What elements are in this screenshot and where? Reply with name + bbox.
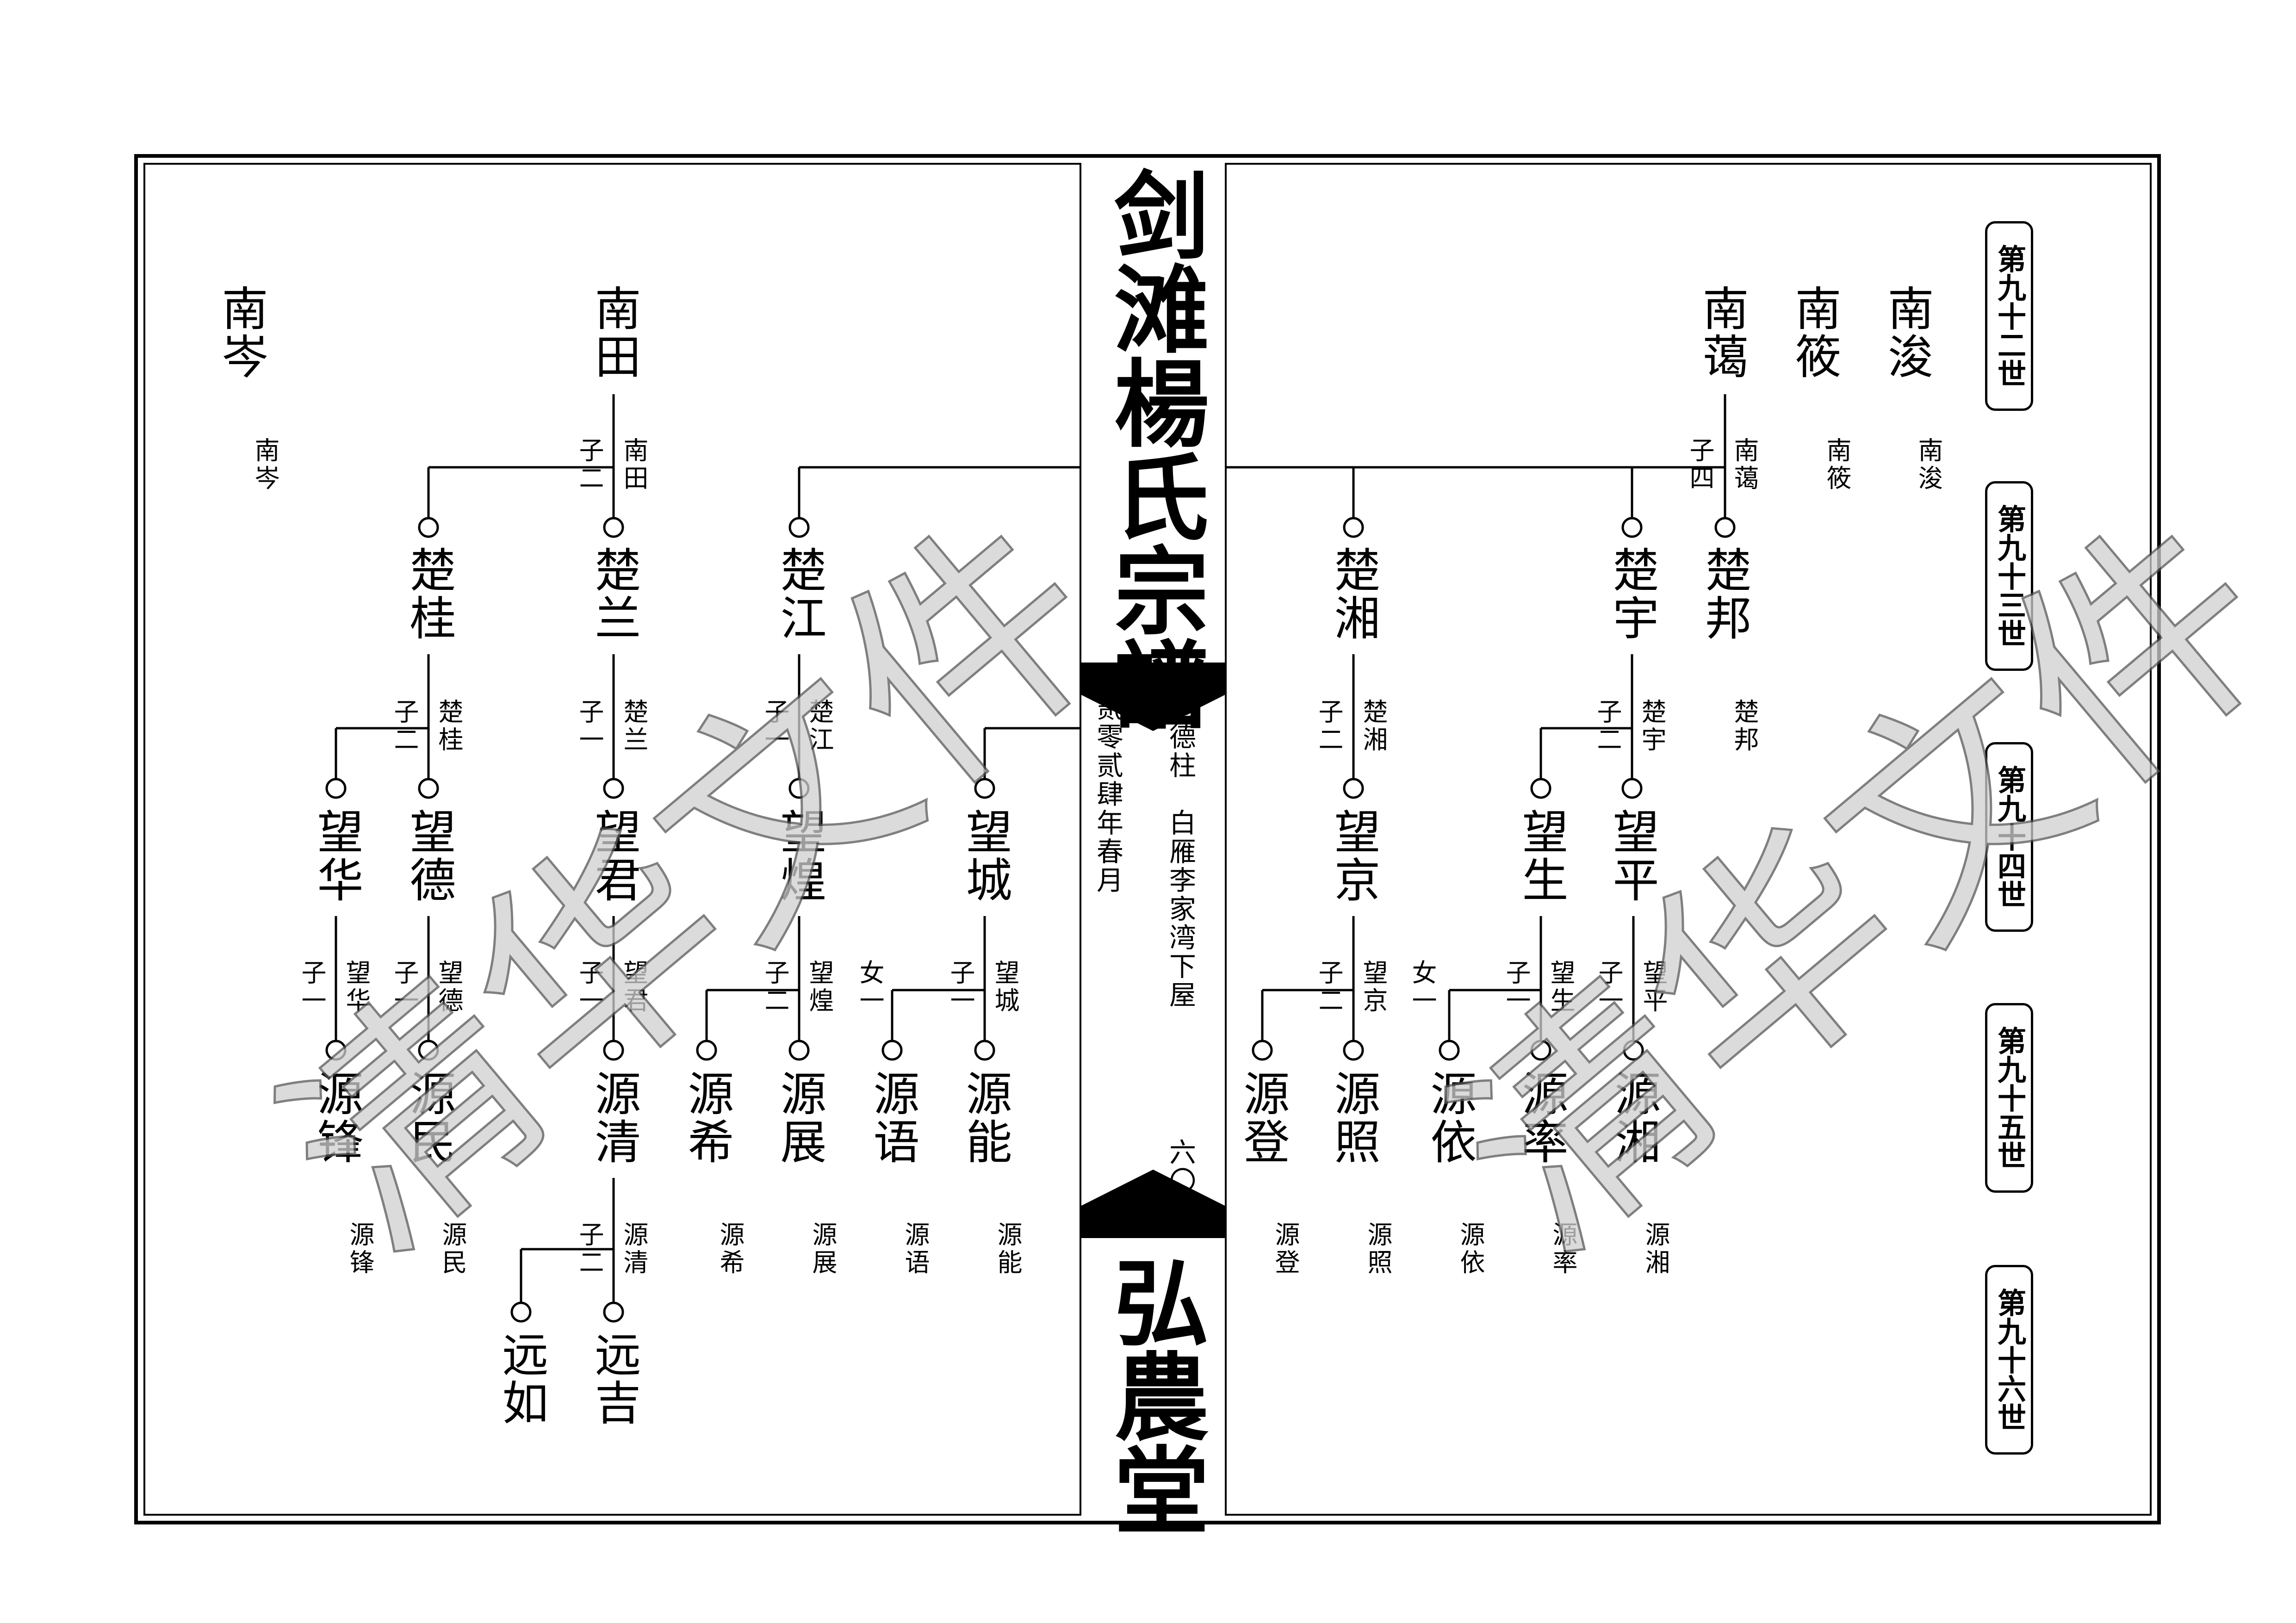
children-count: 子二 — [760, 960, 789, 1015]
children-count: 子二 — [390, 699, 419, 754]
person-name: 源依 — [1422, 1070, 1477, 1166]
children-count: 子一 — [760, 699, 789, 754]
ancestor-ref: 源锋 — [345, 1221, 374, 1277]
person-name: 源湘 — [1607, 1070, 1661, 1166]
ancestor-ref: 楚湘 — [1359, 699, 1388, 754]
person-name: 楚湘 — [1326, 546, 1380, 642]
outer-border — [134, 154, 2161, 1524]
ancestor-ref: 源清 — [619, 1221, 648, 1277]
ancestor-ref: 楚宇 — [1637, 699, 1666, 754]
person-name: 楚宇 — [1605, 546, 1659, 642]
person-name: 楚兰 — [587, 546, 641, 642]
compiler-and-place: 穆德柱 白雁李家湾下屋 — [1165, 694, 1196, 1010]
children-count: 子一 — [297, 960, 326, 1015]
ancestor-ref: 源希 — [715, 1221, 745, 1277]
person-name: 源率 — [1514, 1070, 1568, 1166]
person-name: 楚江 — [772, 546, 826, 642]
person-name: 望华 — [309, 808, 363, 904]
ancestor-ref: 望德 — [434, 960, 463, 1015]
children-count: 子一 — [575, 699, 604, 754]
fishtail-bottom — [1081, 1170, 1225, 1238]
ancestor-ref: 源能 — [993, 1221, 1022, 1277]
children-count: 子二 — [1314, 699, 1343, 754]
person-name: 望平 — [1605, 808, 1659, 904]
person-name: 南浚 — [1880, 285, 1934, 381]
children-count: 子一 — [390, 960, 419, 1015]
ancestor-ref: 南浚 — [1914, 437, 1943, 493]
generation-label-95: 第九十五世 — [1985, 1003, 2033, 1193]
person-name: 南岑 — [214, 285, 268, 381]
ancestor-ref: 望京 — [1359, 960, 1388, 1015]
person-name: 南筱 — [1787, 285, 1841, 381]
children-count: 子四 — [1685, 437, 1714, 493]
generation-label-94: 第九十四世 — [1985, 742, 2033, 932]
person-name: 远如 — [494, 1331, 548, 1427]
ancestor-ref: 源语 — [900, 1221, 930, 1277]
ancestor-ref: 源展 — [808, 1221, 837, 1277]
ancestor-ref: 源照 — [1363, 1221, 1392, 1277]
generation-label-93: 第九十三世 — [1985, 481, 2033, 671]
ancestor-ref: 望城 — [990, 960, 1019, 1015]
person-name: 远吉 — [587, 1331, 641, 1427]
person-name: 源清 — [587, 1070, 641, 1166]
children-count: 子一 — [1594, 960, 1623, 1015]
ancestor-ref: 楚兰 — [619, 699, 648, 754]
person-name: 望煌 — [772, 808, 826, 904]
ancestor-ref: 源依 — [1456, 1221, 1485, 1277]
person-name: 源展 — [772, 1070, 826, 1166]
children-count: 子二 — [575, 437, 604, 493]
ancestor-ref: 源湘 — [1641, 1221, 1670, 1277]
children-count: 子二 — [575, 1221, 604, 1277]
ancestor-ref: 源民 — [438, 1221, 467, 1277]
ancestor-ref: 望华 — [341, 960, 371, 1015]
ancestor-ref: 南岑 — [250, 437, 279, 493]
generation-label-96: 第九十六世 — [1985, 1265, 2033, 1455]
children-count: 子二 — [1314, 960, 1343, 1015]
ancestor-ref: 楚邦 — [1730, 699, 1759, 754]
ancestor-ref: 南蔼 — [1730, 437, 1759, 493]
ancestor-ref: 源登 — [1271, 1221, 1300, 1277]
book-spine — [1080, 163, 1227, 1516]
page-number: 六〇 — [1165, 1138, 1196, 1196]
hall-name: 弘農堂 — [1098, 1254, 1209, 1536]
publication-date: 贰零贰肆年春月 — [1092, 694, 1123, 895]
person-name: 源希 — [680, 1070, 734, 1166]
ancestor-ref: 望君 — [619, 960, 648, 1015]
children-count: 子一 — [1502, 960, 1531, 1015]
person-name: 源照 — [1326, 1070, 1380, 1166]
ancestor-ref: 楚桂 — [434, 699, 463, 754]
children-count: 子一 — [946, 960, 975, 1015]
ancestor-ref: 望生 — [1546, 960, 1575, 1015]
person-name: 望城 — [958, 808, 1012, 904]
ancestor-ref: 望煌 — [805, 960, 834, 1015]
person-name: 源锋 — [309, 1070, 363, 1166]
person-name: 源民 — [402, 1070, 456, 1166]
children-count: 子二 — [1593, 699, 1622, 754]
person-name: 南田 — [587, 285, 641, 381]
person-name: 源语 — [865, 1070, 919, 1166]
children-count: 子一 — [575, 960, 604, 1015]
ancestor-ref: 源率 — [1548, 1221, 1577, 1277]
person-name: 源能 — [958, 1070, 1012, 1166]
person-name: 望君 — [587, 808, 641, 904]
ancestor-ref: 望平 — [1638, 960, 1668, 1015]
person-name: 楚桂 — [402, 546, 456, 642]
ancestor-ref: 南筱 — [1822, 437, 1851, 493]
fishtail-top — [1081, 663, 1225, 731]
person-name: 望京 — [1326, 808, 1380, 904]
ancestor-ref: 南田 — [619, 437, 648, 493]
book-title: 剑滩楊氏宗譜 — [1098, 167, 1209, 730]
person-name: 南蔼 — [1694, 285, 1749, 381]
daughters-count: 女一 — [855, 960, 884, 1015]
person-name: 源登 — [1235, 1070, 1290, 1166]
person-name: 望德 — [402, 808, 456, 904]
ancestor-ref: 楚江 — [805, 699, 834, 754]
person-name: 楚邦 — [1697, 546, 1751, 642]
daughters-count: 女一 — [1408, 960, 1437, 1015]
generation-label-92: 第九十二世 — [1985, 221, 2033, 411]
person-name: 望生 — [1514, 808, 1568, 904]
spine-ornaments — [1081, 663, 1225, 1238]
